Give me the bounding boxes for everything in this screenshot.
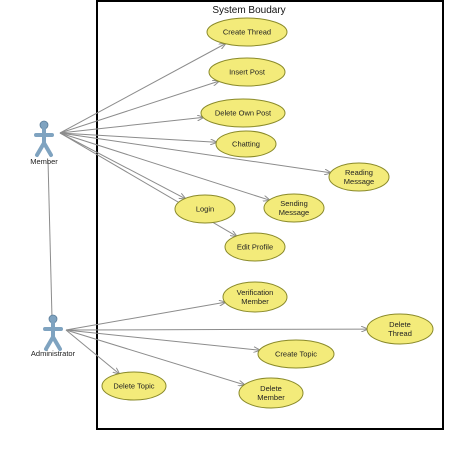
use-case-ellipse bbox=[215, 130, 277, 158]
use-case-label: Delete bbox=[260, 384, 282, 393]
use-case-chatting[interactable]: Chatting bbox=[215, 130, 277, 158]
use-case-ellipse bbox=[238, 377, 304, 409]
actor-administrator[interactable]: Administrator bbox=[31, 314, 76, 358]
association-line-sending-message bbox=[59, 132, 269, 200]
association-line-chatting bbox=[59, 132, 216, 142]
use-case-label: Member bbox=[241, 297, 269, 306]
association-line-login bbox=[59, 132, 185, 199]
use-case-ellipse bbox=[200, 98, 286, 128]
use-case-ellipse bbox=[174, 194, 236, 224]
association-line-reading-message bbox=[59, 132, 330, 173]
use-case-label: Message bbox=[279, 208, 309, 217]
use-case-ellipse bbox=[206, 17, 288, 47]
use-case-label: Message bbox=[344, 177, 374, 186]
system-boundary bbox=[96, 0, 444, 430]
use-case-label: Create Topic bbox=[275, 350, 317, 359]
use-case-label: Login bbox=[196, 205, 214, 214]
use-case-delete-topic[interactable]: Delete Topic bbox=[101, 371, 167, 401]
use-case-ellipse bbox=[257, 339, 335, 369]
association-line-delete-topic bbox=[65, 329, 119, 374]
use-case-edit-profile[interactable]: Edit Profile bbox=[224, 232, 286, 262]
member-figure-icon bbox=[34, 120, 54, 157]
use-case-ellipse bbox=[328, 162, 390, 192]
boundary-title: System Boudary bbox=[212, 5, 285, 16]
association-line-verification-member bbox=[65, 302, 225, 331]
use-case-create-topic[interactable]: Create Topic bbox=[257, 339, 335, 369]
use-case-label: Verification bbox=[237, 288, 274, 297]
use-case-label: Sending bbox=[280, 199, 308, 208]
actor-label-administrator: Administrator bbox=[31, 349, 76, 358]
use-case-ellipse bbox=[222, 281, 288, 313]
use-case-label: Delete Own Post bbox=[215, 109, 272, 118]
use-case-label: Member bbox=[257, 393, 285, 402]
use-case-delete-own-post[interactable]: Delete Own Post bbox=[200, 98, 286, 128]
use-case-label: Reading bbox=[345, 168, 373, 177]
use-case-label: Thread bbox=[388, 329, 412, 338]
association-line-delete-thread bbox=[65, 329, 367, 330]
use-case-label: Delete Topic bbox=[113, 382, 154, 391]
association-line-delete-own-post bbox=[59, 117, 203, 134]
use-case-label: Insert Post bbox=[229, 68, 266, 77]
use-case-ellipse bbox=[263, 193, 325, 223]
use-case-ellipse bbox=[208, 57, 286, 87]
use-case-label: Chatting bbox=[232, 140, 260, 149]
association-lines bbox=[59, 44, 367, 385]
association-line-create-thread bbox=[59, 44, 225, 134]
actor-member[interactable]: Member bbox=[30, 120, 58, 166]
use-case-label: Delete bbox=[389, 320, 411, 329]
actor-link-line bbox=[47, 159, 53, 319]
use-case-label: Create Thread bbox=[223, 28, 271, 37]
administrator-figure-icon bbox=[43, 314, 63, 351]
actor-label-member: Member bbox=[30, 157, 58, 166]
use-case-login[interactable]: Login bbox=[174, 194, 236, 224]
use-case-label: Edit Profile bbox=[237, 243, 273, 252]
use-case-ellipse bbox=[366, 313, 434, 345]
association-line-delete-member bbox=[65, 329, 244, 385]
use-case-ellipse bbox=[224, 232, 286, 262]
use-case-create-thread[interactable]: Create Thread bbox=[206, 17, 288, 47]
use-case-insert-post[interactable]: Insert Post bbox=[208, 57, 286, 87]
association-line-create-topic bbox=[65, 329, 259, 350]
use-case-ellipse bbox=[101, 371, 167, 401]
association-line-insert-post bbox=[59, 81, 219, 134]
